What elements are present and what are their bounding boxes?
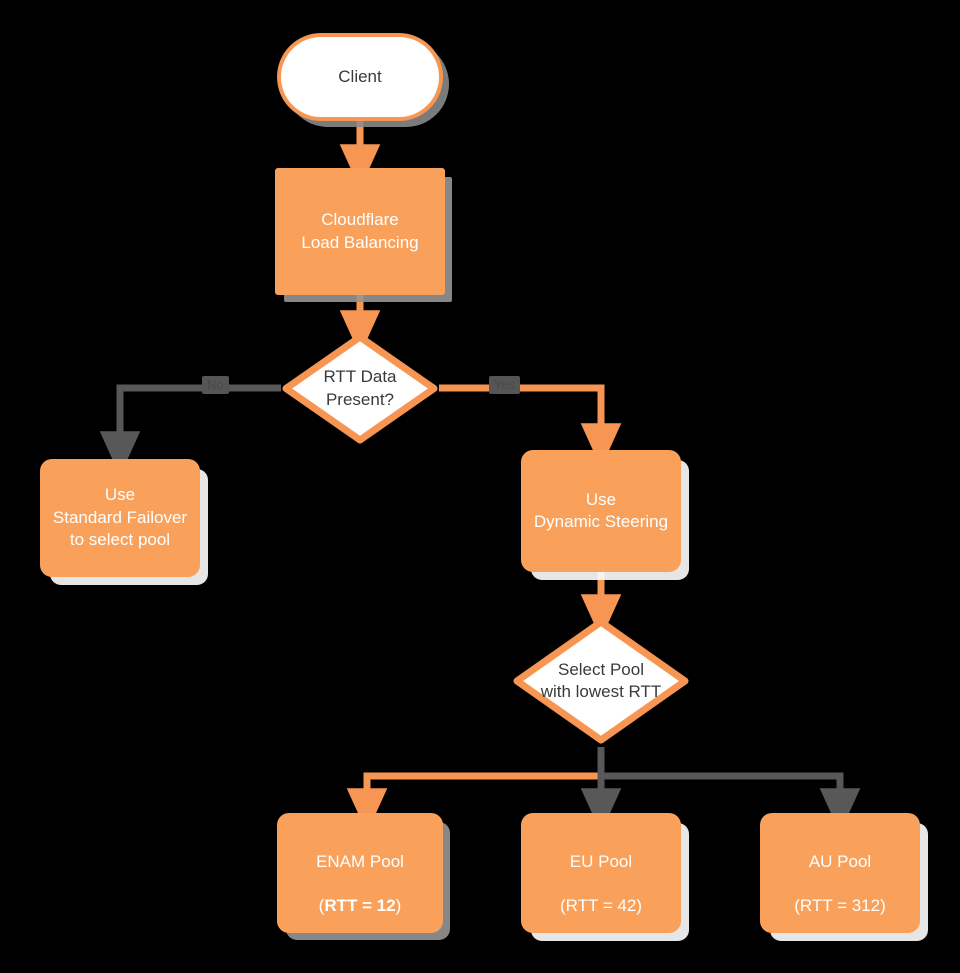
- edge-rtt-check-to-failover: [99, 384, 281, 476]
- eu-pool-name: EU Pool: [569, 851, 633, 871]
- cloudflare-load-balancing-label: Cloudflare Load Balancing: [301, 210, 419, 252]
- au-pool-node[interactable]: AU Pool (RTT = 312): [760, 813, 920, 933]
- edge-label-yes: Yes: [489, 376, 521, 395]
- enam-pool-rtt-open: (: [318, 896, 325, 916]
- select-pool-label: Select Pool with lowest RTT: [540, 659, 662, 701]
- au-pool-name: AU Pool: [808, 851, 872, 871]
- enam-pool-rtt-value: RTT = 12: [324, 896, 396, 916]
- eu-pool-node[interactable]: EU Pool (RTT = 42): [521, 813, 681, 933]
- edge-label-no: No: [202, 376, 229, 395]
- edge-rtt-check-to-dynamic: [439, 384, 622, 468]
- standard-failover-node[interactable]: Use Standard Failover to select pool: [40, 459, 200, 577]
- eu-pool-rtt: (RTT = 42): [559, 896, 643, 916]
- au-pool-label: AU Pool (RTT = 312): [788, 828, 892, 918]
- client-node[interactable]: Client: [277, 33, 443, 121]
- rtt-data-present-decision[interactable]: RTT Data Present?: [279, 330, 441, 447]
- client-node-label: Client: [338, 66, 382, 86]
- standard-failover-label: Use Standard Failover to select pool: [52, 485, 188, 550]
- enam-pool-rtt-close: ): [395, 896, 402, 916]
- enam-pool-node[interactable]: ENAM Pool (RTT = 12): [277, 813, 443, 933]
- cloudflare-load-balancing-node[interactable]: Cloudflare Load Balancing: [275, 168, 445, 295]
- enam-pool-label: ENAM Pool (RTT = 12): [310, 828, 410, 918]
- select-pool-lowest-rtt-decision[interactable]: Select Pool with lowest RTT: [510, 615, 692, 747]
- dynamic-steering-label: Use Dynamic Steering: [533, 489, 669, 531]
- au-pool-rtt: (RTT = 312): [794, 896, 886, 916]
- eu-pool-label: EU Pool (RTT = 42): [554, 828, 648, 918]
- edge-select-pool-to-enam: [346, 747, 605, 833]
- select-pool-diamond-shape: [513, 618, 689, 744]
- enam-pool-name: ENAM Pool: [316, 851, 404, 871]
- rtt-decision-label: RTT Data Present?: [323, 367, 397, 409]
- dynamic-steering-node[interactable]: Use Dynamic Steering: [521, 450, 681, 572]
- edge-select-pool-to-au: [601, 772, 861, 833]
- rtt-decision-diamond-shape: [282, 333, 438, 444]
